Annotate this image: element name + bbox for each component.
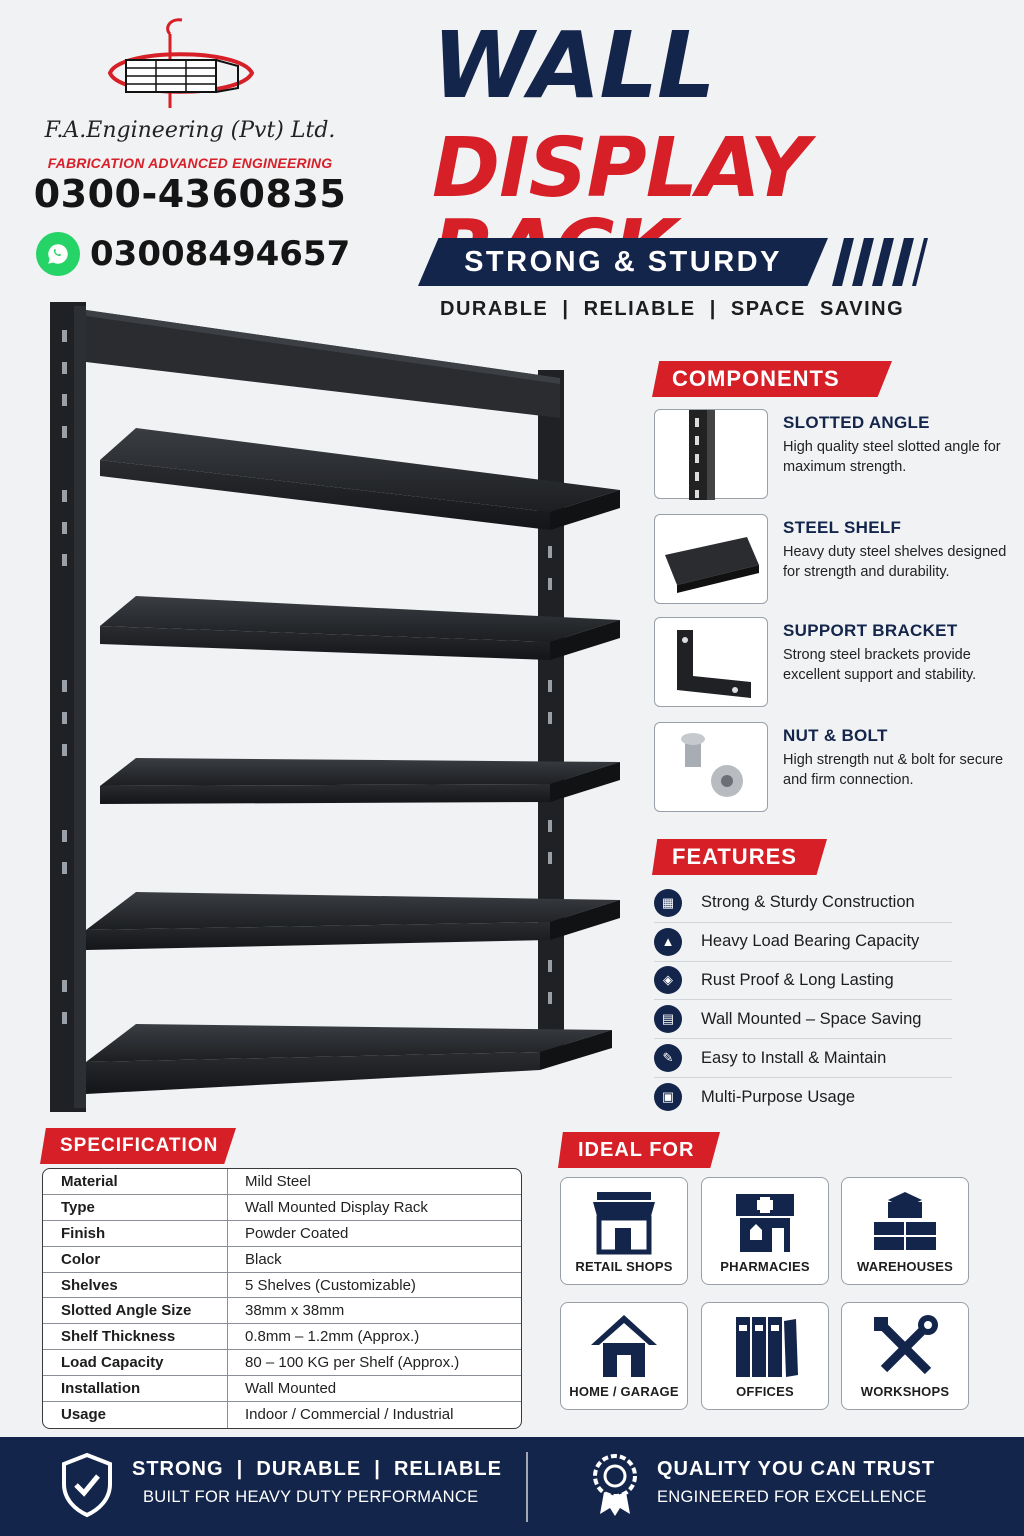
company-logo [107, 18, 255, 108]
wall-icon: ▤ [654, 1005, 682, 1034]
weight-icon: ▲ [654, 927, 682, 956]
component-title: STEEL SHELF [783, 518, 902, 537]
spec-value: 80 – 100 KG per Shelf (Approx.) [245, 1354, 460, 1372]
binders-icon [736, 1317, 798, 1377]
spec-key: Material [43, 1169, 228, 1194]
wall-rack-image [50, 302, 620, 1112]
steel-shelf-icon [654, 514, 768, 604]
spec-row: Load Capacity 80 – 100 KG per Shelf (Appr… [43, 1350, 521, 1377]
ideal-retail-shops: RETAIL SHOPS [560, 1177, 688, 1285]
pharmacy-icon [736, 1194, 794, 1252]
spec-row: Finish Powder Coated [43, 1220, 521, 1247]
support-bracket-icon [654, 617, 768, 707]
ideal-home-garage: HOME / GARAGE [560, 1302, 688, 1410]
store-icon [593, 1192, 655, 1255]
spec-value: 0.8mm – 1.2mm (Approx.) [245, 1328, 420, 1346]
spec-row: Color Black [43, 1246, 521, 1273]
spec-value: Mild Steel [245, 1172, 311, 1190]
spec-key: Finish [43, 1220, 228, 1246]
building-icon: ▦ [654, 888, 682, 917]
feature-item: ◈Rust Proof & Long Lasting [654, 962, 952, 1001]
phone-number[interactable]: 0300-4360835 [33, 172, 347, 216]
shield-icon: ◈ [654, 966, 682, 995]
slotted-angle-icon [654, 409, 768, 500]
component-steel-shelf: STEEL SHELF Heavy duty steel shelves des… [654, 514, 1014, 606]
component-desc: High strength nut & bolt for secure and … [783, 752, 1004, 788]
benefit-tags: DURABLE | RELIABLE | SPACE SAVING [440, 298, 905, 320]
spec-row: Shelf Thickness 0.8mm – 1.2mm (Approx.) [43, 1324, 521, 1351]
spec-row: Installation Wall Mounted [43, 1376, 521, 1403]
spec-value: Wall Mounted Display Rack [245, 1198, 428, 1216]
component-title: NUT & BOLT [783, 726, 888, 745]
ideal-workshops: WORKSHOPS [841, 1302, 969, 1410]
component-title: SUPPORT BRACKET [783, 621, 958, 640]
spec-value: Powder Coated [245, 1224, 349, 1242]
spec-key: Installation [43, 1376, 228, 1402]
tools-icon [874, 1315, 938, 1375]
feature-item: ▣Multi-Purpose Usage [654, 1078, 952, 1117]
footer-divider [526, 1452, 528, 1522]
strong-sturdy-banner: STRONG & STURDY [418, 238, 828, 286]
feature-item: ▦Strong & Sturdy Construction [654, 884, 952, 923]
title-line1: WALL [432, 12, 716, 119]
company-name: F.A.Engineering (Pvt) Ltd. [44, 118, 336, 143]
specification-heading: SPECIFICATION [40, 1128, 236, 1164]
whatsapp-icon [36, 232, 80, 276]
grid-icon: ▣ [654, 1083, 682, 1112]
whatsapp-number: 03008494657 [90, 234, 351, 274]
wrench-icon: ✎ [654, 1044, 682, 1073]
spec-value: Indoor / Commercial / Industrial [245, 1406, 454, 1424]
company-tagline: FABRICATION ADVANCED ENGINEERING [47, 155, 333, 171]
footer-right-title: QUALITY YOU CAN TRUST [657, 1458, 936, 1480]
footer-left-subtitle: BUILT FOR HEAVY DUTY PERFORMANCE [143, 1488, 479, 1506]
feature-item: ✎Easy to Install & Maintain [654, 1039, 952, 1078]
banner-text: STRONG & STURDY [464, 245, 782, 278]
footer-bar [0, 1437, 1024, 1536]
spec-key: Type [43, 1194, 228, 1220]
spec-key: Color [43, 1246, 228, 1272]
ideal-for-heading: IDEAL FOR [558, 1132, 720, 1168]
spec-row: Shelves 5 Shelves (Customizable) [43, 1272, 521, 1299]
spec-key: Slotted Angle Size [43, 1298, 228, 1324]
nut-bolt-icon [654, 722, 768, 812]
ideal-pharmacies: PHARMACIES [701, 1177, 829, 1285]
spec-key: Shelf Thickness [43, 1324, 228, 1350]
footer-left-title: STRONG | DURABLE | RELIABLE [132, 1458, 502, 1480]
boxes-icon [874, 1192, 936, 1250]
component-support-bracket: SUPPORT BRACKET Strong steel brackets pr… [654, 617, 1014, 709]
whatsapp-contact[interactable]: 03008494657 [36, 232, 350, 276]
spec-key: Usage [43, 1402, 228, 1428]
features-heading: FEATURES [652, 839, 827, 875]
quality-badge-icon [593, 1454, 637, 1516]
spec-value: 5 Shelves (Customizable) [245, 1276, 416, 1294]
components-heading: COMPONENTS [652, 361, 892, 397]
spec-value: Black [245, 1250, 282, 1268]
footer-right-subtitle: ENGINEERED FOR EXCELLENCE [657, 1488, 927, 1506]
feature-item: ▲Heavy Load Bearing Capacity [654, 923, 952, 962]
component-desc: High quality steel slotted angle for max… [783, 439, 1001, 475]
house-icon [591, 1315, 657, 1377]
ideal-warehouses: WAREHOUSES [841, 1177, 969, 1285]
ideal-offices: OFFICES [701, 1302, 829, 1410]
spec-row: Type Wall Mounted Display Rack [43, 1194, 521, 1221]
spec-row: Usage Indoor / Commercial / Industrial [43, 1402, 521, 1428]
spec-value: 38mm x 38mm [245, 1302, 345, 1320]
component-nut-bolt: NUT & BOLT High strength nut & bolt for … [654, 722, 1014, 814]
features-list: ▦Strong & Sturdy Construction ▲Heavy Loa… [654, 884, 952, 1117]
spec-row: Material Mild Steel [43, 1169, 521, 1195]
spec-key: Shelves [43, 1272, 228, 1298]
component-desc: Strong steel brackets provide excellent … [783, 647, 977, 683]
slash-decoration [832, 238, 928, 286]
shield-check-icon [62, 1452, 112, 1518]
component-desc: Heavy duty steel shelves designed for st… [783, 544, 1007, 580]
component-slotted-angle: SLOTTED ANGLE High quality steel slotted… [654, 409, 1014, 501]
spec-row: Slotted Angle Size 38mm x 38mm [43, 1298, 521, 1325]
component-title: SLOTTED ANGLE [783, 413, 930, 432]
feature-item: ▤Wall Mounted – Space Saving [654, 1000, 952, 1040]
spec-value: Wall Mounted [245, 1380, 337, 1398]
spec-key: Load Capacity [43, 1350, 228, 1376]
